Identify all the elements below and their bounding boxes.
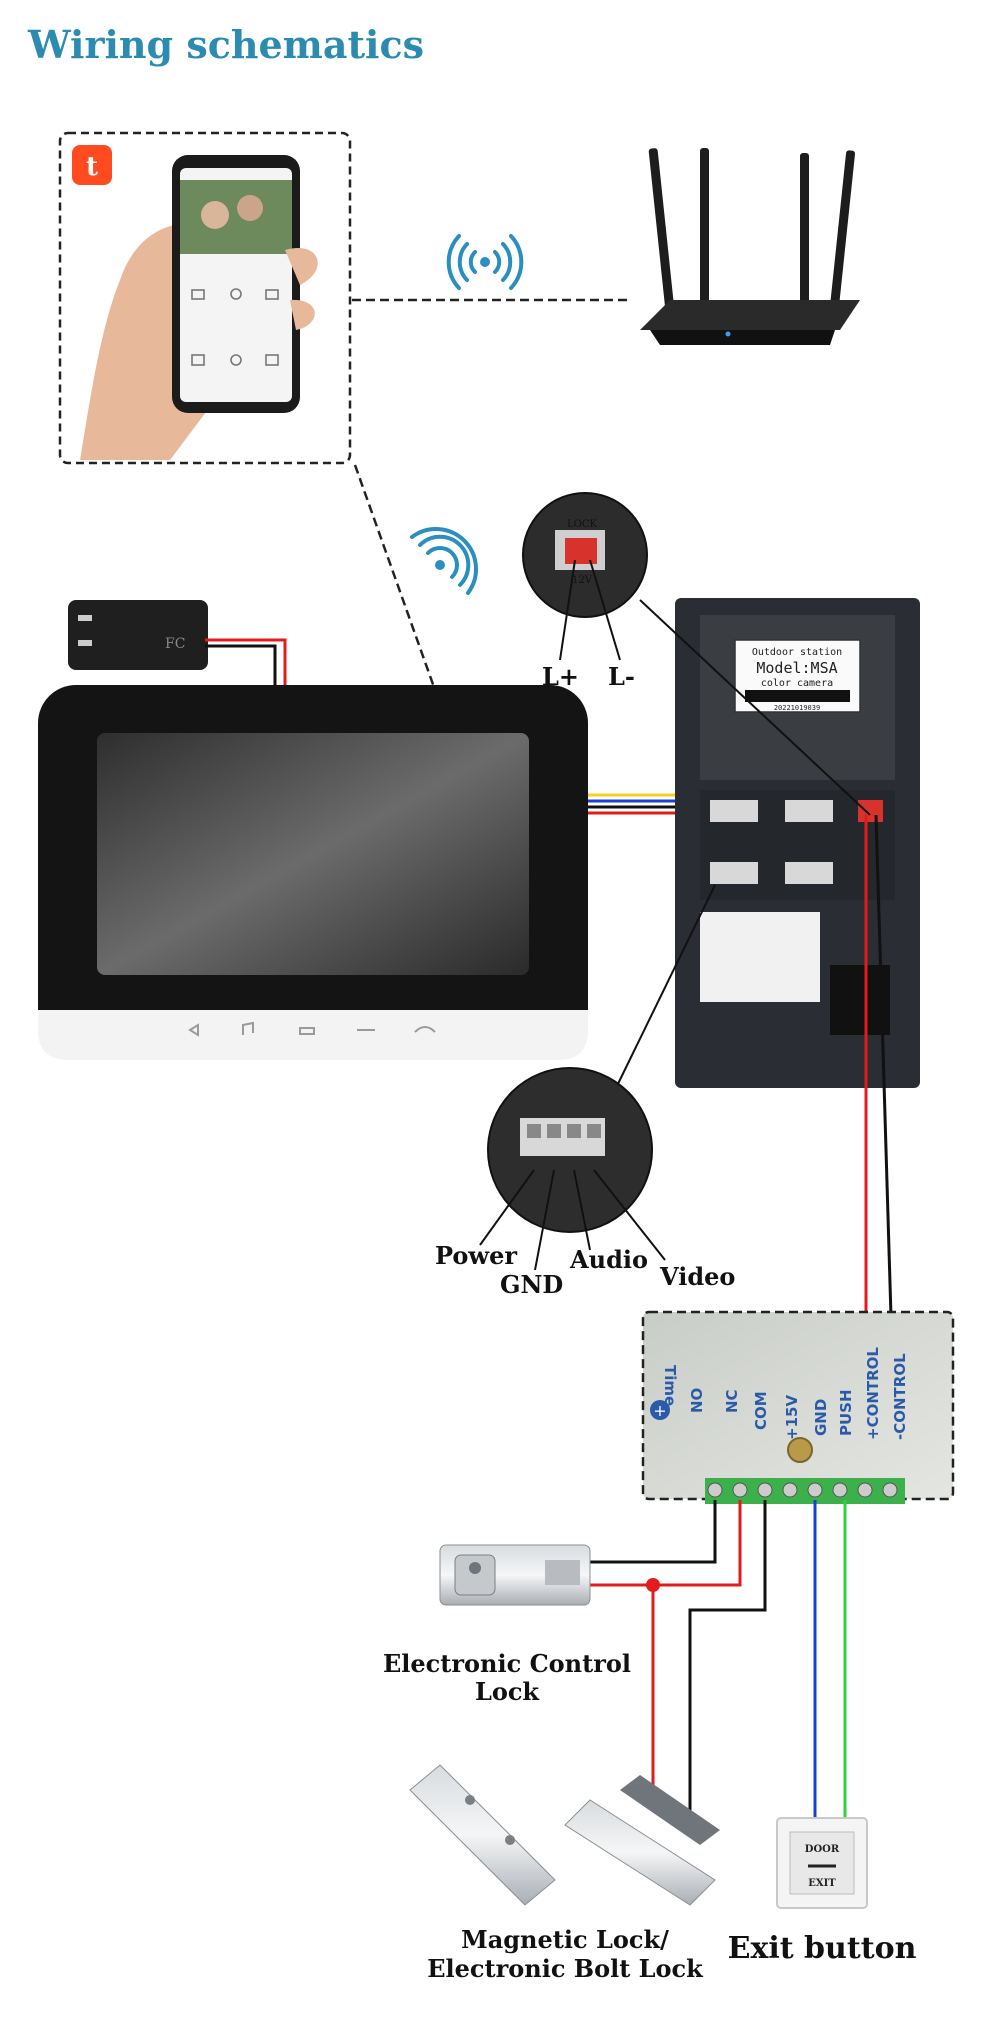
terminal-label-gnd: GND [500,1270,563,1299]
pin-minus-control: -CONTROL [891,1353,909,1440]
svg-text:DOOR: DOOR [805,1844,840,1855]
svg-text:Model:MSA: Model:MSA [756,659,837,677]
finger-illustration [285,248,318,330]
tuya-app-icon: t [72,145,112,185]
outdoor-station: Outdoor station Model:MSA color camera 2… [675,598,920,1088]
app-link-line [353,464,437,691]
lock-plus-label: L+ [542,662,579,691]
magnetic-lock-label-2: Electronic Bolt Lock [427,1954,704,1983]
exit-button-label: Exit button [728,1931,917,1966]
lock-terminal-zoom: LOCK 12V [522,492,871,816]
svg-text:color camera: color camera [761,678,833,689]
lock-output-wires [590,1500,847,1835]
svg-text:LOCK: LOCK [567,519,597,530]
terminal-label-video: Video [659,1262,735,1291]
magnetic-lock [564,1775,720,1906]
magnetic-lock-label-1: Magnetic Lock/ [461,1925,669,1954]
indoor-monitor [38,685,588,1060]
outdoor-terminal-blocks [710,800,833,884]
svg-text:t: t [86,152,98,182]
pin-15v: +15V [783,1395,801,1440]
power-adapter: FC [68,600,287,685]
wifi-router [640,148,860,345]
svg-text:Outdoor station: Outdoor station [752,647,842,658]
pin-plus-control: +CONTROL [864,1347,882,1440]
monitor-buttons [188,1021,436,1037]
page-title: Wiring schematics [28,22,425,67]
control-minus-wire [874,814,894,1351]
monitor-screen [97,733,529,975]
terminal-label-power: Power [435,1241,517,1270]
pin-no: NO [688,1388,706,1413]
wifi-signal-icon [446,234,524,290]
access-controller: Time + NO NC COM +15V GND PUSH +CONTROL … [641,1310,955,1504]
svg-text:+: + [653,1401,666,1420]
wire-junction [646,1578,660,1592]
svg-text:EXIT: EXIT [808,1878,836,1889]
lock-minus-label: L- [608,662,635,691]
outdoor-wiring-sticker [700,912,820,1002]
controller-pin-labels: NO NC COM +15V GND PUSH +CONTROL -CONTRO… [688,1347,909,1440]
pin-nc: NC [723,1389,741,1413]
lock-terminal [858,800,883,822]
terminal-label-audio: Audio [569,1245,648,1274]
svg-text:12V: 12V [572,575,593,586]
svg-text:FC: FC [165,636,185,652]
pin-push: PUSH [837,1389,855,1436]
phone-dashed-frame [58,131,352,465]
electronic-lock-label-1: Electronic Control [383,1649,631,1678]
pin-gnd: GND [812,1399,830,1436]
wifi-signal-icon [410,527,478,595]
pin-com: COM [752,1391,770,1430]
controller-time-label: Time [661,1365,679,1406]
electronic-control-lock [439,1544,591,1606]
av-terminal-zoom [479,884,716,1271]
electronic-lock-label-2: Lock [475,1677,540,1706]
smartphone [172,155,300,413]
svg-text:20221019039: 20221019039 [774,704,820,712]
electronic-bolt-lock [409,1764,556,1906]
exit-button-device: DOOR EXIT [776,1817,868,1909]
